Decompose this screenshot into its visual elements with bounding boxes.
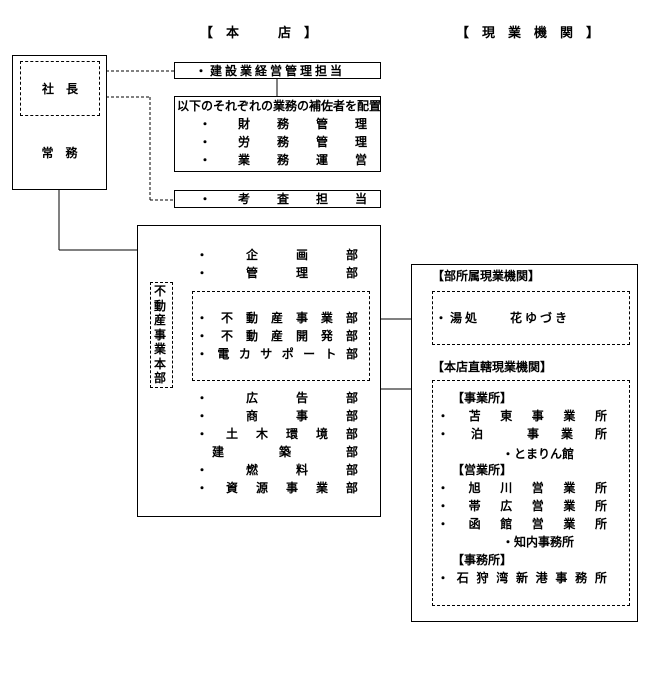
- tomarin-label: ・とまりん館: [502, 447, 575, 461]
- office-item: ・旭川営業所: [437, 481, 607, 495]
- dept-item: ・電カサポート部: [196, 347, 358, 361]
- real-estate-hq-box: 不動産事業本部: [150, 282, 173, 388]
- dept-item: ・不動産事業部: [196, 311, 358, 325]
- office-item: ・泊事業所: [437, 427, 607, 441]
- assistant-item: ・財務管理: [199, 117, 367, 131]
- construction-management-box: ・建設業経営管理担当: [174, 62, 381, 79]
- head-office-direct-title: 【本店直轄現業機関】: [432, 360, 553, 374]
- dept-item: ・資源事業部: [196, 481, 358, 495]
- shiranai-label: ・知内事務所: [502, 535, 575, 549]
- assistant-title: 以下のそれぞれの業務の補佐者を配置: [177, 99, 382, 113]
- office-item: ・苫東事業所: [437, 409, 607, 423]
- assistant-item: ・労務管理: [199, 135, 367, 149]
- dept-item: ・不動産開発部: [196, 329, 358, 343]
- office-item: ・石狩湾新港事務所: [437, 571, 607, 585]
- dept-affiliated-box: ・湯処 花ゆづき: [432, 291, 630, 345]
- honten-header: 【 本 店 】: [200, 26, 318, 41]
- department-box: [137, 225, 381, 517]
- real-estate-dept-box: [192, 291, 370, 381]
- dept-item: ・企画部: [196, 248, 358, 262]
- eigyosho-title: 【営業所】: [452, 463, 513, 477]
- head-office-direct-box: [432, 380, 630, 606]
- office-item: ・帯広営業所: [437, 499, 607, 513]
- audit-label: ・考査担当: [199, 192, 367, 206]
- genba-header: 【 現 業 機 関 】: [456, 26, 600, 41]
- dept-item: ・土木環境部: [196, 427, 358, 441]
- dept-item: ・商事部: [196, 409, 358, 423]
- jigyosho-title: 【事業所】: [452, 391, 513, 405]
- assistant-item: ・業務運営: [199, 153, 367, 167]
- assistant-box: 以下のそれぞれの業務の補佐者を配置 ・財務管理 ・労務管理 ・業務運営: [174, 96, 381, 172]
- dept-item: ・燃料部: [196, 463, 358, 477]
- assistant-list: ・財務管理 ・労務管理 ・業務運営: [199, 115, 367, 169]
- dept-item: ・管理部: [196, 266, 358, 280]
- construction-management-label: ・建設業経営管理担当: [195, 64, 346, 78]
- jimusho-list: ・石狩湾新港事務所: [437, 569, 607, 587]
- field-organizations-box: [411, 264, 638, 622]
- real-estate-dept-list: ・不動産事業部 ・不動産開発部 ・電カサポート部: [196, 309, 358, 363]
- dept-item: ・広告部: [196, 391, 358, 405]
- jigyosho-list: ・苫東事業所 ・泊事業所: [437, 407, 607, 443]
- dept-affiliated-title: 【部所属現業機関】: [432, 269, 541, 283]
- yudokoro-label: ・湯処 花ゆづき: [435, 311, 571, 325]
- dept-top-list: ・企画部 ・管理部: [196, 246, 358, 282]
- president-label: 社 長: [41, 82, 78, 96]
- president-box: 社 長: [20, 61, 100, 116]
- jimusho-title: 【事務所】: [452, 553, 513, 567]
- executive-box: 社 長 常 務: [12, 55, 107, 190]
- office-item: ・函館営業所: [437, 517, 607, 531]
- dept-item: 建築部: [212, 445, 358, 459]
- eigyosho-list: ・旭川営業所 ・帯広営業所 ・函館営業所: [437, 479, 607, 533]
- managing-director-label: 常 務: [41, 146, 78, 160]
- audit-box: ・考査担当: [174, 190, 381, 208]
- real-estate-hq-label: 不動産事業本部: [154, 284, 167, 385]
- dept-bottom-list: ・広告部 ・商事部 ・土木環境部 建築部 ・燃料部 ・資源事業部: [196, 389, 358, 497]
